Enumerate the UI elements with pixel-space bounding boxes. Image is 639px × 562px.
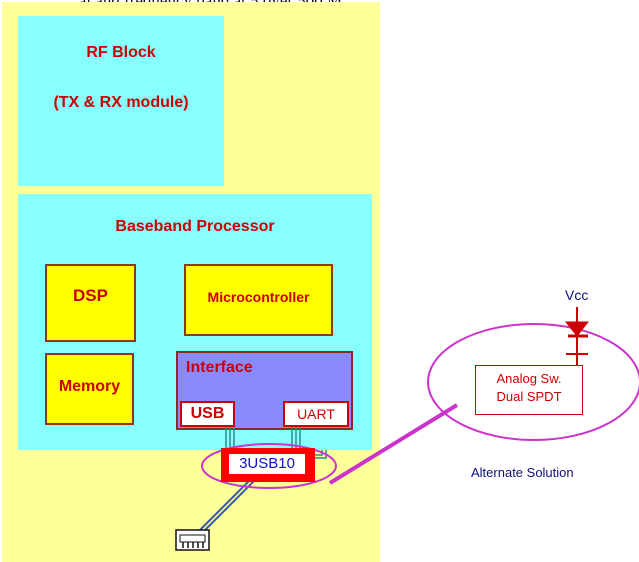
analog-switch-line1: Analog Sw. [496,371,562,386]
microcontroller-label: Microcontroller [207,289,310,305]
memory-label: Memory [58,378,121,395]
uart-port: UART [283,401,349,427]
rf-block-subtitle: (TX & RX module) [53,94,189,111]
uart-bus-lines [291,427,301,452]
usb-label: USB [190,405,225,422]
alternate-link-line [328,403,459,485]
dsp-label: DSP [73,286,108,305]
baseband-title: Baseband Processor [115,218,275,235]
usb-connector-icon [175,529,210,551]
chip-highlight-ellipse [201,443,337,489]
dsp-block: DSP [45,264,136,342]
vcc-label: Vcc [565,287,589,303]
rf-block-title: RF Block [86,44,156,61]
rf-block: RF Block (TX & RX module) [18,16,224,186]
microcontroller-block: Microcontroller [184,264,333,336]
analog-switch-box: Analog Sw. Dual SPDT [475,365,583,415]
diode-icon [564,307,590,365]
analog-switch-line2: Dual SPDT [496,389,562,404]
switch-chip-label: 3USB10 [239,455,295,472]
alternate-solution-ellipse [427,323,639,441]
uart-label: UART [297,406,335,422]
interface-label: Interface [186,359,253,376]
memory-block: Memory [45,353,134,425]
switch-chip-label-box: 3USB10 [229,454,305,474]
usb-port: USB [180,401,235,427]
usb-cable [199,479,256,531]
alternate-solution-label: Alternate Solution [471,465,574,480]
